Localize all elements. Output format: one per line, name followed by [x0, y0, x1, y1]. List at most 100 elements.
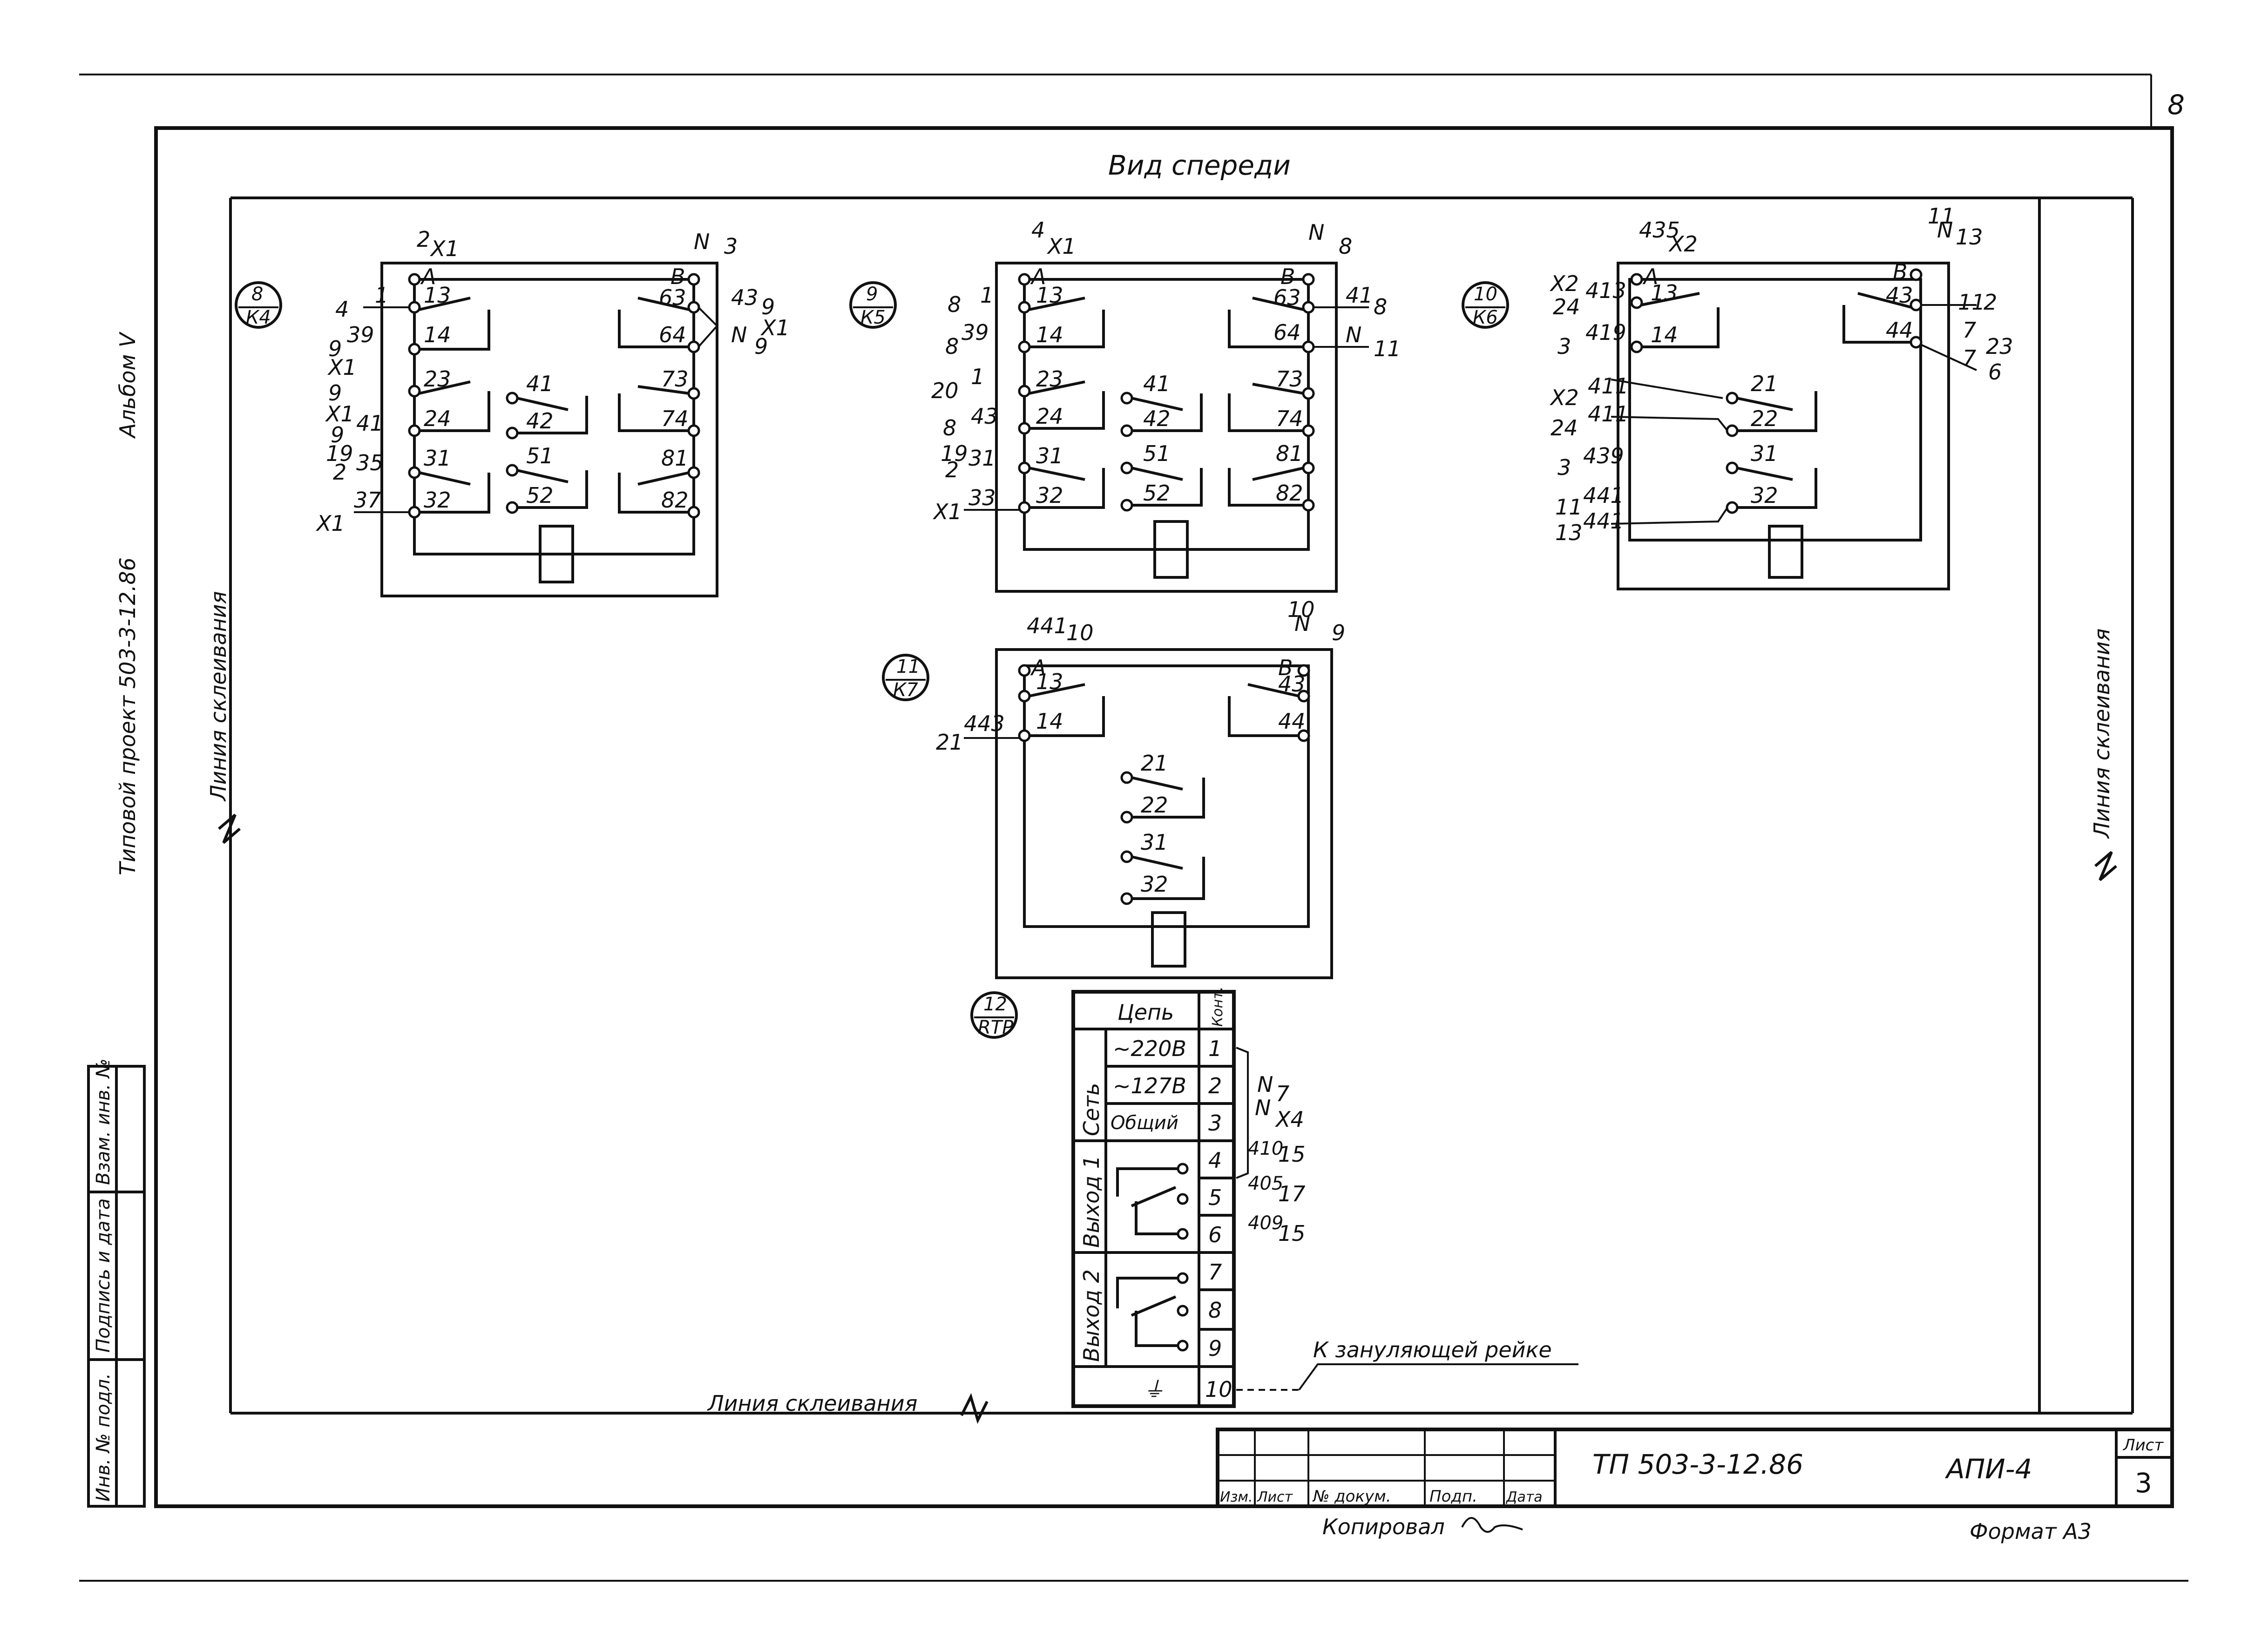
contact-14-label: 14 [424, 322, 451, 347]
wire-label: 441 [1583, 483, 1624, 508]
terminal-b [687, 273, 700, 286]
contact-32-label: 32 [424, 487, 451, 513]
rtr-num: 10 [1205, 1377, 1232, 1402]
contact-32 [1018, 501, 1031, 514]
contact-14-lead [1641, 307, 1720, 348]
wire-label: 7 [1963, 318, 1976, 343]
wire-label: 8 [1374, 294, 1387, 319]
terminal-b [1910, 268, 1923, 281]
gluing-line-right-label: Линия склеивания [2089, 629, 2114, 839]
rtr-table [1071, 990, 1236, 1408]
contact-63 [1302, 301, 1315, 314]
wire-label: 41 [356, 411, 384, 436]
wire-label: 11 [1958, 290, 1985, 315]
contact-31-label: 31 [1751, 441, 1778, 466]
wire-label: 43 [971, 404, 998, 429]
contact-24-label: 24 [424, 406, 451, 431]
contact-41-label: 41 [526, 371, 554, 396]
wire-label: 8 [948, 292, 961, 317]
relay-k6: 10 К6 А 435 X2 В 11 N 13 13 14 21 22 31 … [1462, 203, 2013, 590]
contact-52 [1120, 499, 1133, 512]
wire-jumper [697, 306, 718, 348]
wire-label: 24 [1553, 294, 1580, 319]
contact-42-label: 42 [1143, 406, 1171, 431]
contact-23 [1018, 385, 1031, 398]
wire-13: 13 [1956, 224, 1983, 250]
stamp-sheet-label: Лист [2122, 1436, 2164, 1455]
wire-label: 33 [968, 485, 996, 510]
contact-23-blade [1029, 380, 1085, 395]
stamp-copied: Копировал [1322, 1514, 1445, 1539]
term-a-label: А [1030, 264, 1046, 289]
term-b-label: В [1893, 259, 1908, 284]
contact-31-label: 31 [424, 446, 451, 471]
contact-13-label: 13 [1651, 280, 1678, 305]
rtr-group-out2: Выход 2 [1079, 1269, 1104, 1362]
title-block: Изм. Лист № докум. Подп. Дата ТП 503-3-1… [1216, 1428, 2174, 1544]
relay-k4: 8 К4 А 2 X1 В N 3 13 14 23 24 31 32 41 [235, 227, 790, 597]
contact-32 [1726, 501, 1739, 514]
device-pos: 9 [866, 284, 878, 305]
wire-label: 2 [1984, 290, 1997, 315]
device-ref: К4 [246, 307, 271, 328]
contact-22-lead [1131, 778, 1205, 819]
contact-51 [506, 464, 519, 477]
rtr-wire: X4 [1275, 1107, 1304, 1132]
wire-label: 43 [731, 285, 758, 310]
rtr-wire: N [1255, 1095, 1271, 1120]
device-tag-circle [882, 654, 929, 701]
contact-31 [1726, 461, 1739, 474]
contact-74 [687, 424, 700, 437]
wire-label: 24 [1551, 415, 1578, 440]
contact-52 [506, 501, 519, 514]
cross-wire-a [1611, 379, 1723, 399]
drawing-frame [154, 126, 2174, 1508]
relay-k7: 11 К7 А 441 10 В 10 N 9 13 14 21 22 31 3… [882, 597, 1345, 979]
wire-label: 3 [1558, 455, 1571, 480]
wire-label: 39 [347, 322, 374, 347]
wire-label: N [731, 322, 747, 347]
rtr-wire: 15 [1278, 1221, 1306, 1246]
contact-41-blade [1131, 397, 1183, 411]
output1-contact-symbol [1116, 1163, 1189, 1240]
contact-52-label: 52 [526, 483, 554, 508]
wire-label: X1 [327, 355, 357, 380]
wire-10: 10 [1287, 597, 1315, 622]
ground-note: К зануляющей рейке [1313, 1337, 1552, 1362]
rtr-num: 2 [1208, 1073, 1222, 1098]
contact-42-lead [517, 396, 588, 434]
contact-43-blade [1247, 683, 1300, 697]
contact-13-label: 13 [424, 283, 451, 308]
wire-label: X1 [325, 401, 354, 427]
device-tag-circle [970, 991, 1018, 1039]
contact-73-label: 73 [1276, 366, 1303, 392]
wire-n: N [1294, 611, 1310, 636]
relay-inner-loop [1628, 278, 1922, 542]
contact-64-lead [618, 310, 689, 348]
wire-label: 9 [331, 422, 344, 447]
contact-13-label: 13 [1036, 283, 1063, 308]
relay-housing [380, 262, 718, 597]
terminal-a [408, 273, 421, 286]
contact-21-label: 21 [1751, 371, 1778, 396]
left-strip-sign: Подпись и дата [93, 1198, 114, 1353]
wire-8: 8 [1339, 234, 1352, 259]
contact-24-lead [1029, 391, 1105, 430]
wire-stub [1920, 344, 1977, 371]
contact-31-blade [419, 471, 471, 486]
contact-82-label: 82 [1276, 481, 1303, 506]
wire-label: 9 [761, 294, 775, 319]
contact-13-blade [1029, 683, 1085, 697]
contact-24 [1018, 422, 1031, 435]
contact-14 [1630, 340, 1643, 353]
contact-74-label: 74 [661, 406, 689, 431]
device-pos: 10 [1474, 284, 1497, 305]
relay-housing [1617, 262, 1950, 590]
contact-32-lead [419, 473, 490, 514]
view-title: Вид спереди [1108, 149, 1291, 181]
wire-label: 41 [1346, 283, 1373, 308]
device-ref: К5 [860, 307, 886, 328]
ground-leader [1298, 1363, 1578, 1391]
contact-21-blade [1736, 397, 1793, 411]
wire-label: X2 [1550, 271, 1579, 296]
